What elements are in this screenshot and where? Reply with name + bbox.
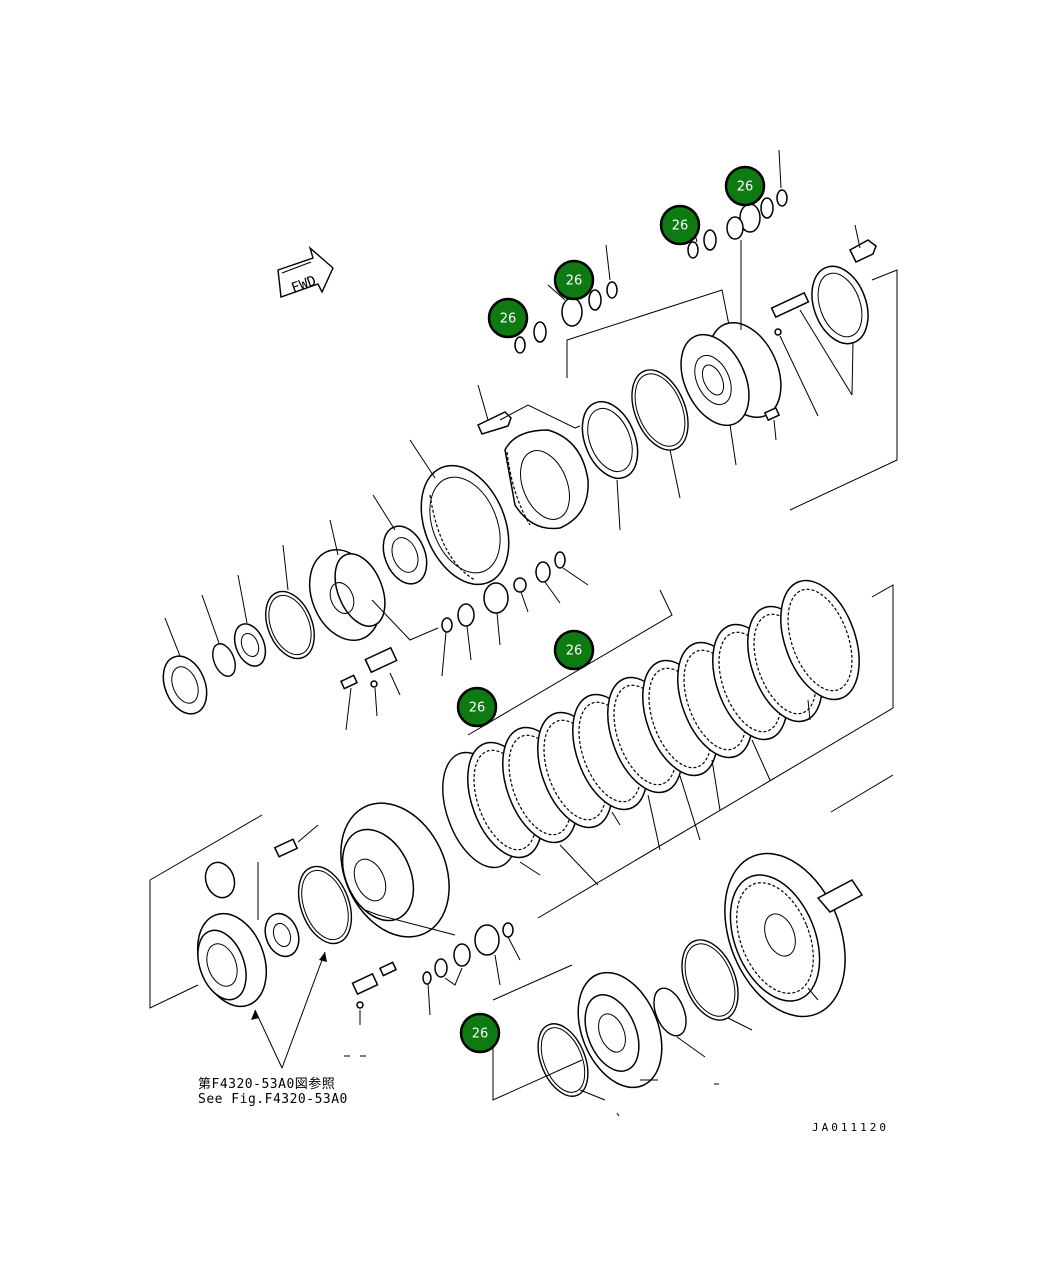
bearing-set-mid	[441, 551, 589, 677]
lower-carrier-assembly	[149, 802, 521, 1069]
figure-reference-jp[interactable]: 第F4320-53A0図参照	[198, 1077, 336, 1092]
callout-7[interactable]: 26	[459, 1012, 501, 1054]
callout-badge[interactable]	[553, 629, 595, 671]
figure-reference-en[interactable]: See Fig.F4320-53A0	[198, 1092, 348, 1107]
callout-badge[interactable]	[487, 297, 529, 339]
fwd-arrow-icon: FWD	[277, 245, 334, 298]
callout-badge[interactable]	[553, 259, 595, 301]
callout-2[interactable]: 26	[659, 204, 701, 246]
output-assembly	[492, 852, 864, 1117]
callout-badge[interactable]	[459, 1012, 501, 1054]
callout-badge[interactable]	[659, 204, 701, 246]
bearing-set-upper-left	[514, 244, 618, 354]
upper-carrier-assembly	[162, 224, 898, 731]
callout-badge[interactable]	[456, 686, 498, 728]
drawing-id: JA011120	[812, 1121, 889, 1134]
fwd-label: FWD	[289, 273, 318, 297]
bearing-set-upper-right	[687, 149, 788, 330]
callout-5[interactable]: 26	[553, 629, 595, 671]
callout-1[interactable]: 26	[724, 165, 766, 207]
callout-3[interactable]: 26	[553, 259, 595, 301]
clutch-pack	[442, 579, 894, 919]
callout-6[interactable]: 26	[456, 686, 498, 728]
callout-badge[interactable]	[724, 165, 766, 207]
callout-4[interactable]: 26	[487, 297, 529, 339]
